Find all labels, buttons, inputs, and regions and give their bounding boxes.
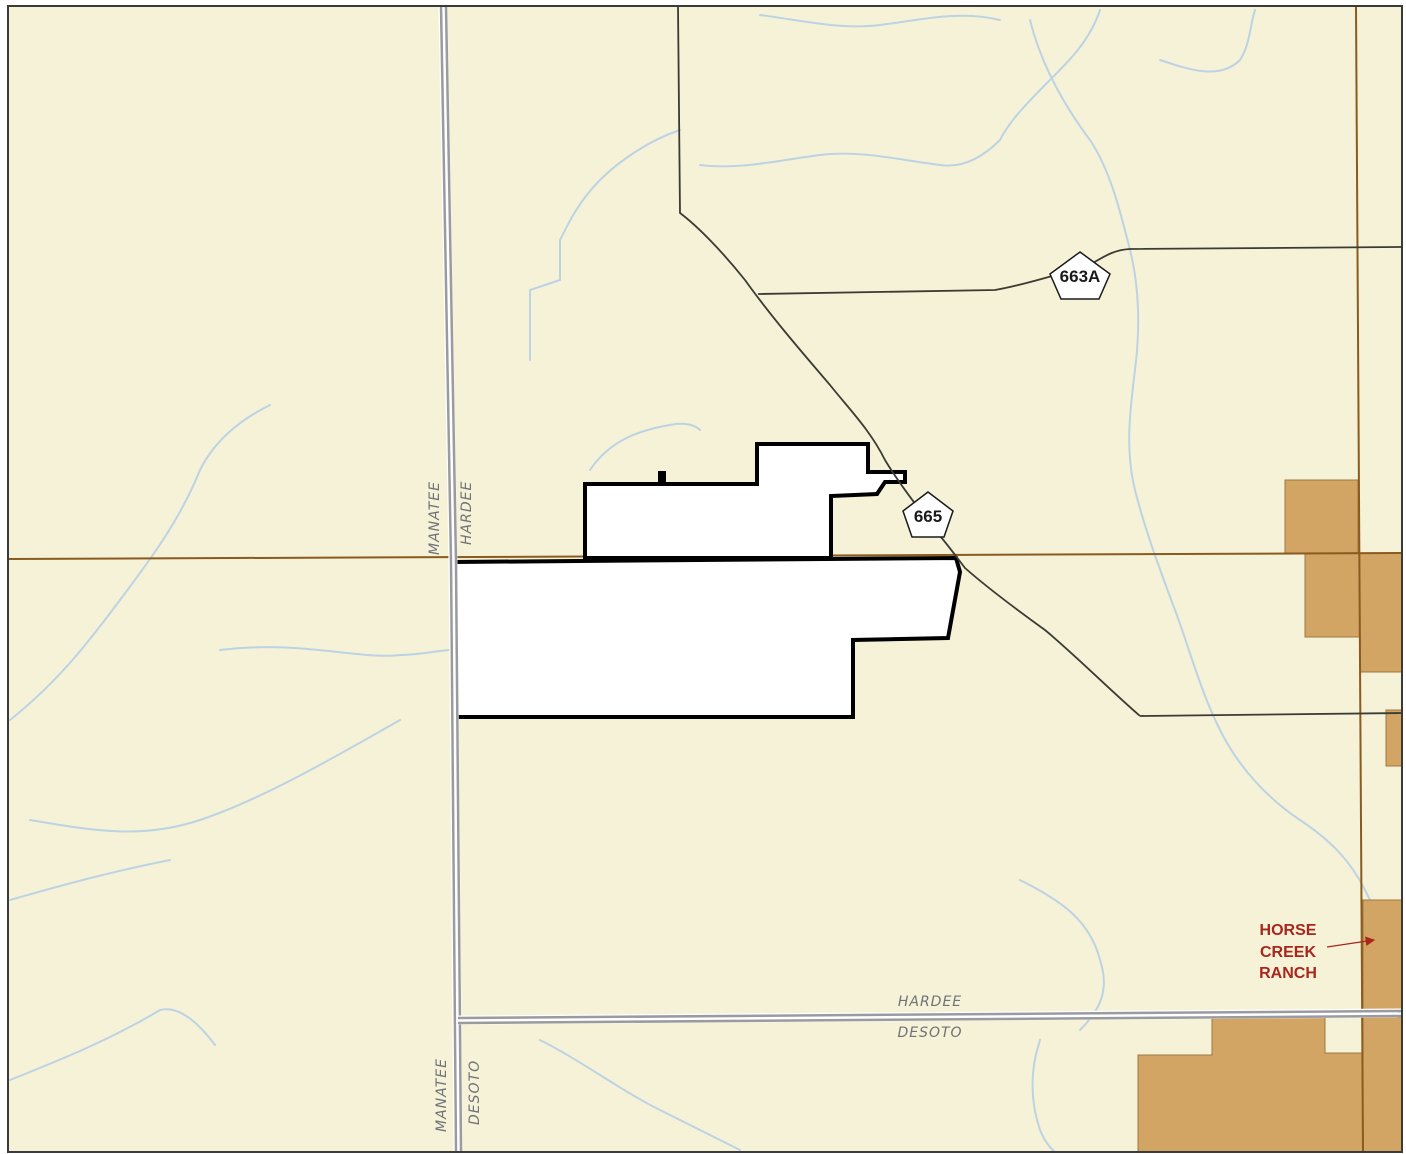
county-lines [438, 5, 1403, 1153]
road-665-east [1139, 712, 1403, 717]
horse-creek-ranch-label: HORSE CREEK RANCH [1259, 922, 1376, 982]
route-shield-663a: 663A [1049, 251, 1111, 300]
stream [1019, 879, 1105, 1031]
stream [759, 14, 1001, 28]
county-line-manatee-hardee-east [444, 5, 463, 1153]
shield-665-shape [902, 491, 954, 538]
shield-663a-shape [1049, 251, 1111, 300]
shield-663a-label: 663A [1060, 267, 1101, 286]
ranch-pointer-arrow [1326, 936, 1376, 948]
county-line-hardee-desoto [457, 1008, 1403, 1025]
study-parcel-south [451, 555, 963, 719]
study-parcel [451, 442, 963, 719]
county-label-manatee-north: MANATEE [427, 481, 443, 555]
section-line [1355, 5, 1364, 1153]
county-line-hardee-desoto-south [457, 1014, 1403, 1025]
road-665 [677, 5, 1141, 717]
stream [1029, 19, 1401, 951]
county-line-manatee-hardee-west [439, 5, 458, 1153]
ranch-label-line-2: CREEK [1260, 944, 1316, 961]
stream [29, 719, 401, 833]
county-label-desoto-north: DESOTO [897, 1025, 962, 1041]
shield-665-label: 665 [914, 507, 942, 526]
county-line-manatee-hardee [438, 5, 463, 1153]
county-line-hardee-desoto-north [457, 1009, 1403, 1020]
stream [9, 859, 171, 901]
stream [539, 1039, 741, 1151]
stream [9, 1008, 216, 1081]
county-label-manatee-south: MANATEE [434, 1058, 450, 1132]
stream [219, 646, 453, 657]
stream [589, 422, 701, 471]
study-parcel-north [583, 442, 907, 560]
county-label-hardee-south: HARDEE [898, 994, 962, 1010]
route-shield-665: 665 [902, 491, 954, 538]
stream [529, 129, 681, 361]
county-label-desoto-west: DESOTO [467, 1060, 483, 1125]
ranch-parcel [1385, 709, 1403, 767]
ranch-label-line-3: RANCH [1259, 965, 1317, 982]
stream [9, 404, 271, 721]
county-label-hardee-west: HARDEE [459, 481, 475, 545]
parcel-notch [658, 471, 666, 484]
stream [699, 139, 1001, 168]
stream [999, 9, 1101, 141]
stream [1031, 1039, 1056, 1153]
map-frame [7, 5, 1403, 1153]
stream [1159, 9, 1256, 73]
ranch-label-line-1: HORSE [1260, 922, 1317, 939]
